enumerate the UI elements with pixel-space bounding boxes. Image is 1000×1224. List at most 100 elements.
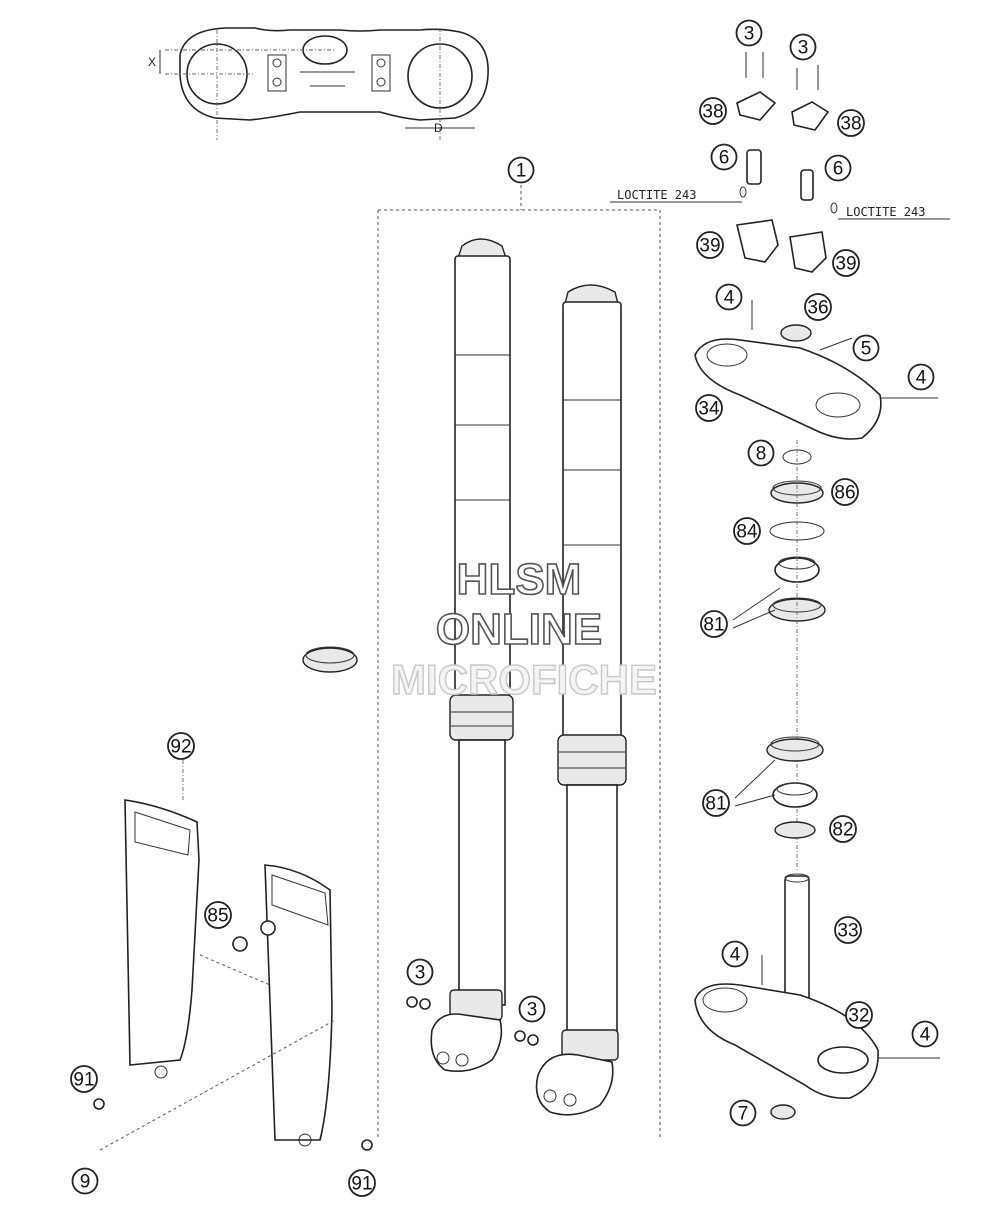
- lower-triple-clamp: [694, 873, 940, 1120]
- callout-circle: [789, 33, 817, 61]
- callout-circle: [733, 517, 761, 545]
- watermark-line-1: HLSM: [457, 555, 582, 604]
- callout-circle: [70, 1065, 98, 1093]
- callout-number: 9: [80, 1172, 91, 1193]
- callout-circle: [852, 334, 880, 362]
- part-callout-c85: 85: [204, 901, 232, 929]
- watermark-line-3: MICROFICHE: [391, 656, 657, 703]
- callout-circle: [834, 916, 862, 944]
- part-callout-c34: 34: [695, 394, 723, 422]
- dim-d-label: D: [434, 121, 443, 135]
- callout-circle: [804, 293, 832, 321]
- part-callout-c6a: 6: [710, 143, 738, 171]
- callout-number: 38: [840, 114, 861, 135]
- part-callout-c32: 32: [845, 1001, 873, 1029]
- callout-circle: [715, 283, 743, 311]
- fork-ring: [302, 647, 358, 673]
- callout-circle: [837, 109, 865, 137]
- callout-number: 3: [798, 38, 809, 59]
- part-callout-c1: 1: [507, 156, 535, 184]
- callout-number: 8: [756, 444, 767, 465]
- part-callout-c3a: 3: [735, 19, 763, 47]
- callout-number: 92: [170, 737, 191, 758]
- callout-circle: [710, 143, 738, 171]
- callout-circle: [845, 1001, 873, 1029]
- part-callout-c4d: 4: [911, 1020, 939, 1048]
- callout-circle: [829, 815, 857, 843]
- callout-circle: [695, 394, 723, 422]
- part-callout-c3b: 3: [789, 33, 817, 61]
- callout-number: 39: [835, 254, 856, 275]
- upper-triple-clamp: [694, 300, 938, 465]
- part-callout-c4c: 4: [721, 940, 749, 968]
- upper-clamp-parts: LOCTITE 243 LOCTITE 243: [610, 52, 950, 273]
- part-callout-c91b: 91: [348, 1169, 376, 1197]
- callout-number: 81: [705, 794, 726, 815]
- callout-number: 36: [807, 298, 828, 319]
- callout-number: 91: [73, 1070, 94, 1091]
- callout-circle: [831, 478, 859, 506]
- callout-circle: [911, 1020, 939, 1048]
- part-callout-c4a: 4: [715, 283, 743, 311]
- part-callout-c81b: 81: [702, 789, 730, 817]
- fork-leg-right: [535, 284, 627, 1116]
- callout-circle: [832, 249, 860, 277]
- part-callout-c4b: 4: [907, 363, 935, 391]
- callout-number: 3: [744, 24, 755, 45]
- dim-x-label: X: [148, 55, 156, 69]
- callout-number: 85: [207, 906, 228, 927]
- part-callout-c3c: 3: [406, 958, 434, 986]
- callout-number: 6: [719, 148, 730, 169]
- part-callout-c86: 86: [831, 478, 859, 506]
- triple-clamp-top-view: X D: [148, 27, 489, 140]
- callout-number: 1: [516, 161, 527, 182]
- callout-number: 33: [837, 921, 858, 942]
- callout-number: 91: [351, 1174, 372, 1195]
- loctite-label-left: LOCTITE 243: [617, 188, 696, 202]
- part-callout-c6b: 6: [824, 154, 852, 182]
- part-callout-c38a: 38: [699, 97, 727, 125]
- part-callout-c3d: 3: [518, 995, 546, 1023]
- fork-assembly-bracket: [377, 185, 661, 1140]
- callout-circle: [699, 97, 727, 125]
- watermark-line-2: ONLINE: [436, 605, 602, 654]
- part-callout-c82: 82: [829, 815, 857, 843]
- part-callout-c84: 84: [733, 517, 761, 545]
- callout-number: 82: [832, 820, 853, 841]
- part-callout-c5: 5: [852, 334, 880, 362]
- callout-circle: [518, 995, 546, 1023]
- callout-number: 5: [861, 339, 872, 360]
- callout-circle: [729, 1099, 757, 1127]
- callout-circle: [348, 1169, 376, 1197]
- callout-circle: [71, 1167, 99, 1195]
- callout-number: 81: [703, 615, 724, 636]
- part-callout-c33: 33: [834, 916, 862, 944]
- part-callout-c8: 8: [747, 439, 775, 467]
- part-callout-c81a: 81: [700, 610, 728, 638]
- callout-number: 4: [916, 368, 927, 389]
- part-callout-c7: 7: [729, 1099, 757, 1127]
- callout-number: 39: [699, 236, 720, 257]
- part-callout-c92: 92: [167, 732, 195, 760]
- callout-circle: [700, 610, 728, 638]
- callout-circle: [507, 156, 535, 184]
- steering-bearings: [732, 440, 826, 870]
- part-callout-c38b: 38: [837, 109, 865, 137]
- fork-leg-left: [430, 238, 514, 1073]
- part-callout-c91a: 91: [70, 1065, 98, 1093]
- part-callout-c36: 36: [804, 293, 832, 321]
- callout-circle: [721, 940, 749, 968]
- callout-number: 32: [848, 1006, 869, 1027]
- part-callout-c39a: 39: [696, 231, 724, 259]
- callout-circle: [167, 732, 195, 760]
- part-callout-c9: 9: [71, 1167, 99, 1195]
- callout-number: 4: [730, 945, 741, 966]
- callout-circle: [696, 231, 724, 259]
- callout-circle: [747, 439, 775, 467]
- callout-number: 38: [702, 102, 723, 123]
- callout-circle: [907, 363, 935, 391]
- callout-number: 6: [833, 159, 844, 180]
- callout-number: 84: [736, 522, 758, 543]
